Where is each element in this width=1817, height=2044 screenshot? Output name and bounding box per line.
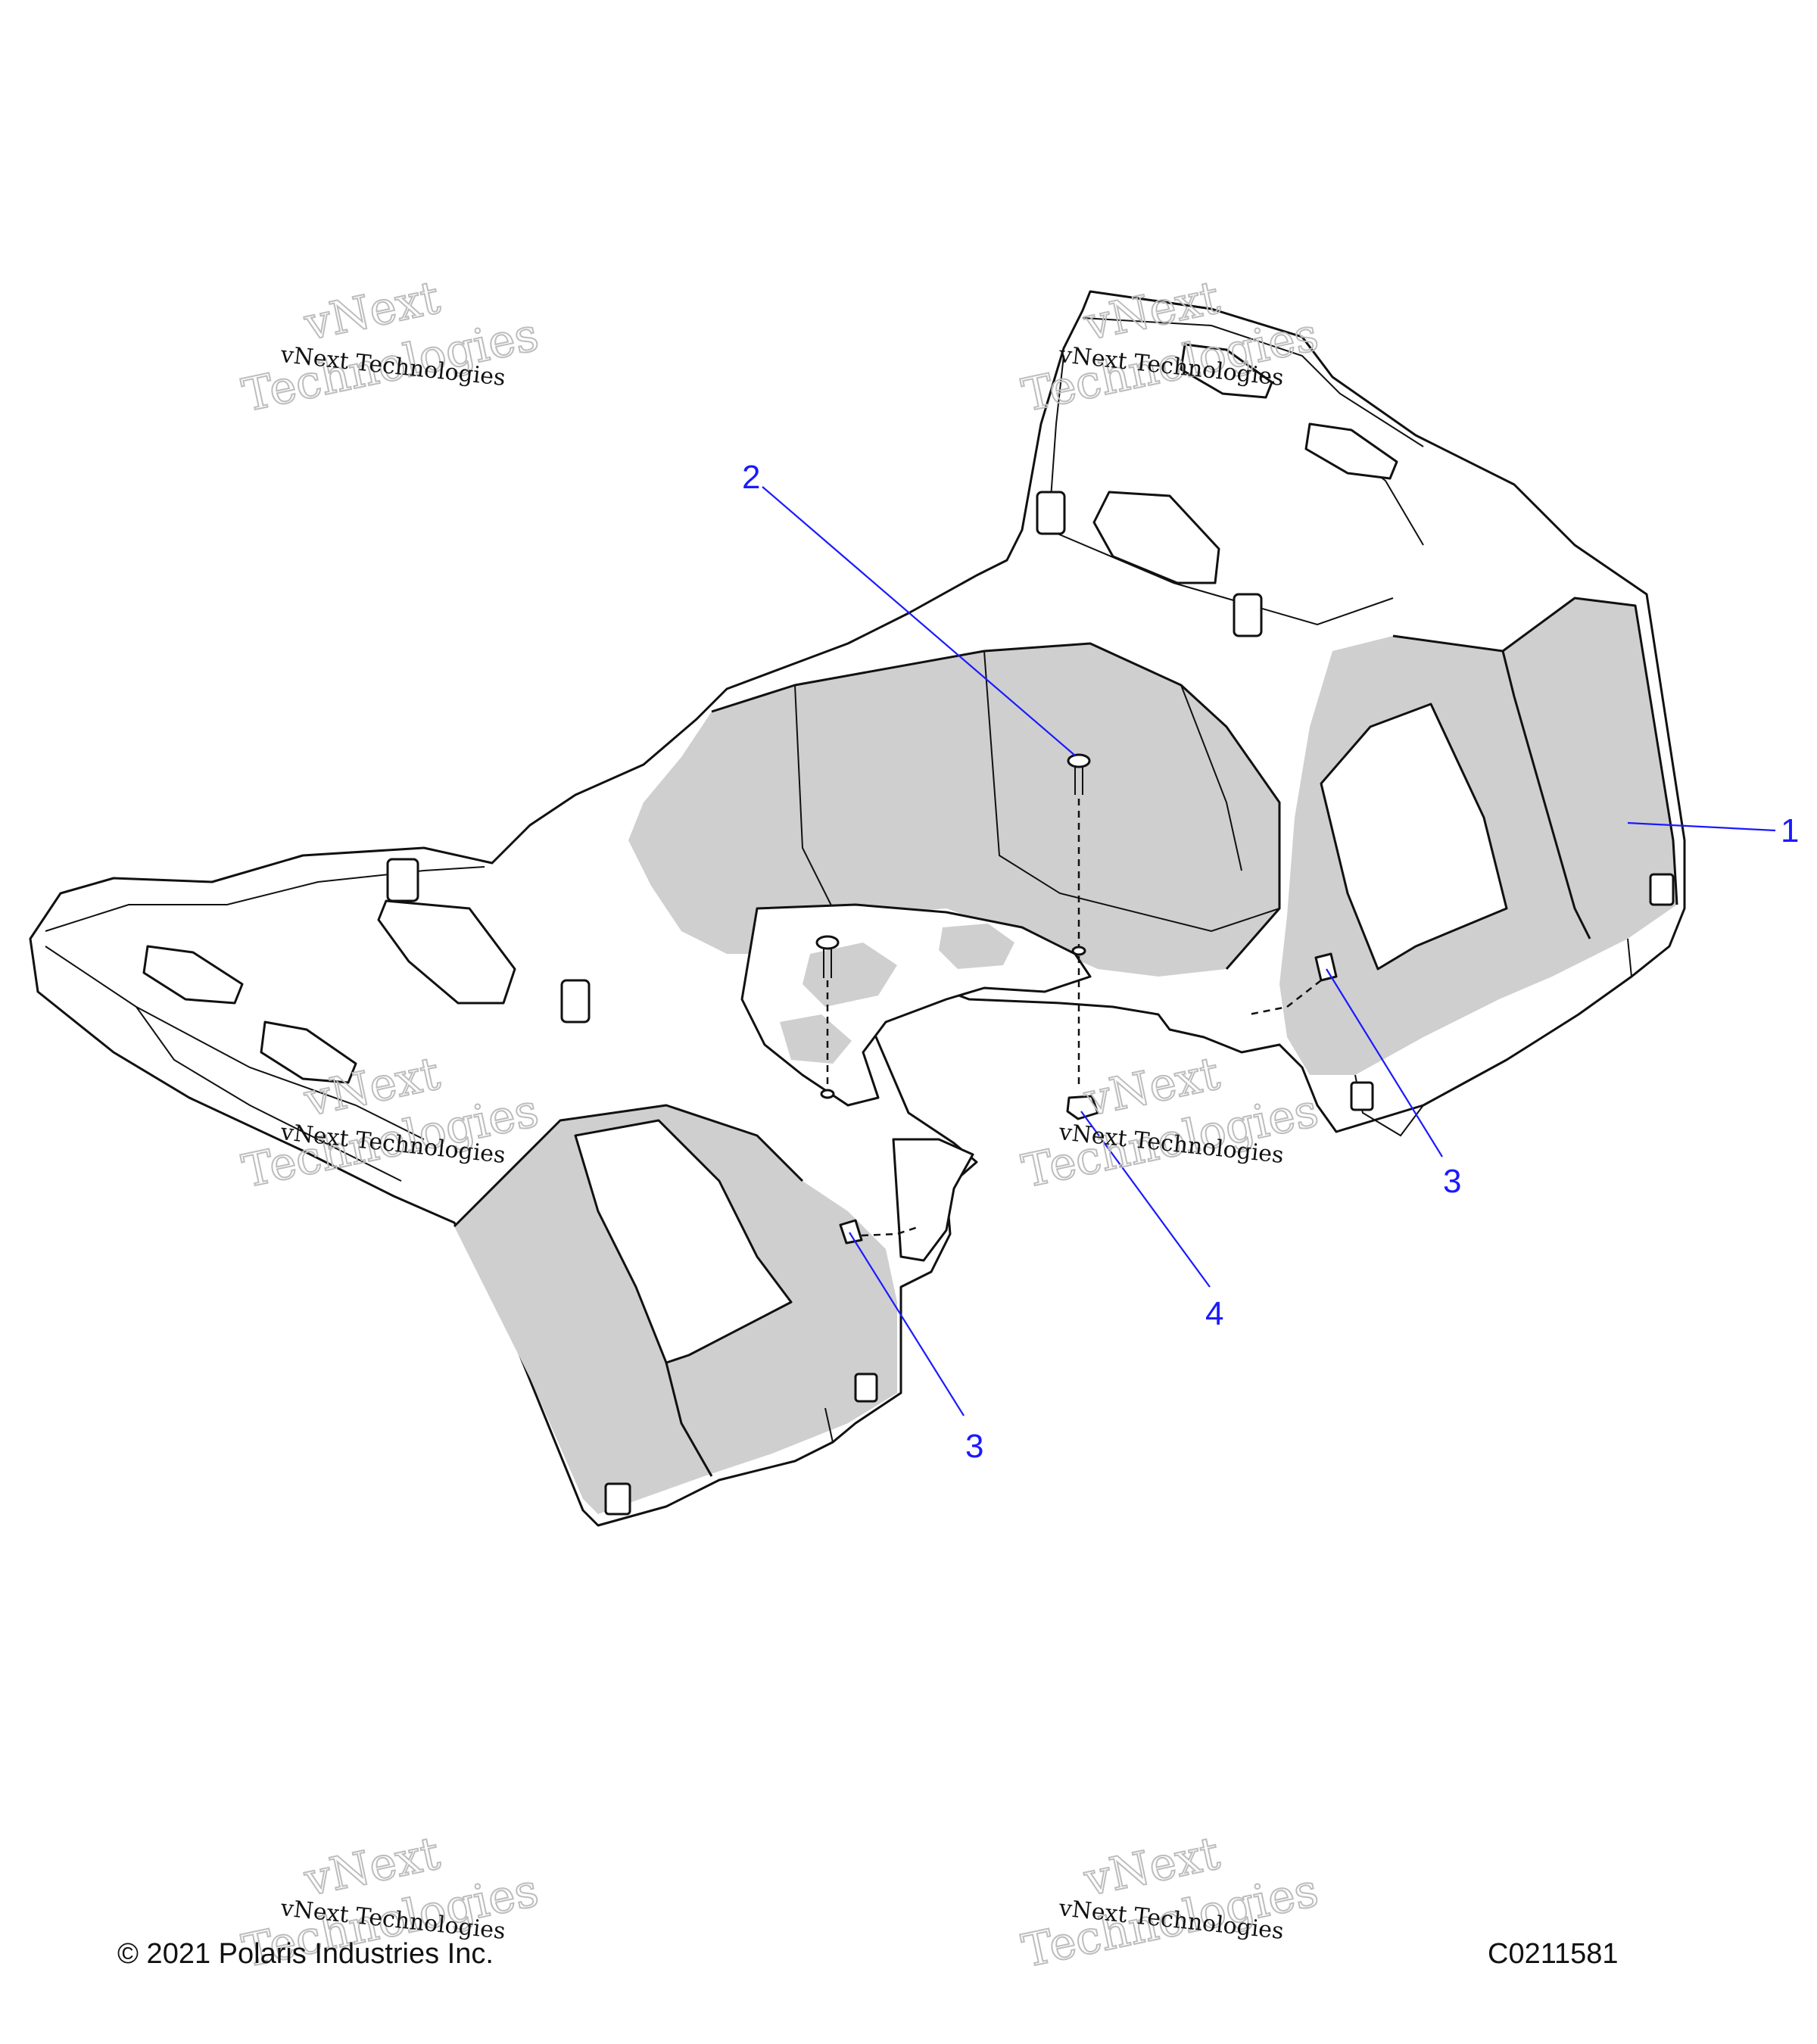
left-fender-recess bbox=[574, 1119, 793, 1364]
watermark-bottom-right: vNext Technologies bbox=[1017, 1826, 1323, 1979]
nut-item-4 bbox=[1066, 1095, 1099, 1120]
watermark-mid-right: vNext Technologies bbox=[1017, 1046, 1323, 1199]
callout-2: 2 bbox=[742, 459, 760, 496]
clip-left bbox=[839, 1219, 863, 1245]
callout-4: 4 bbox=[1205, 1295, 1223, 1332]
callout-leaders bbox=[762, 486, 1776, 1416]
left-handle-opening bbox=[377, 899, 516, 1005]
leader-3-left bbox=[849, 1232, 965, 1416]
fasteners bbox=[815, 753, 1338, 1245]
leader-3-right bbox=[1326, 968, 1443, 1158]
screw-lower bbox=[815, 935, 840, 978]
callout-3-left: 3 bbox=[965, 1428, 983, 1465]
screw-upper bbox=[1067, 753, 1091, 795]
right-fender-recess bbox=[1320, 703, 1508, 971]
right-handle-opening bbox=[1092, 491, 1220, 584]
callout-1: 1 bbox=[1781, 812, 1799, 849]
rear-rack-fender-assembly bbox=[29, 290, 1686, 1527]
copyright-notice: © 2021 Polaris Industries Inc. bbox=[117, 1938, 494, 1970]
watermark-top-left: vNext Technologies bbox=[237, 270, 544, 423]
leader-4 bbox=[1080, 1111, 1211, 1288]
callout-3-right: 3 bbox=[1443, 1163, 1461, 1200]
callout-labels: 1 2 3 3 4 bbox=[742, 459, 1799, 1465]
leader-1 bbox=[1627, 821, 1776, 832]
leader-2 bbox=[762, 486, 1076, 756]
tie-down-posts bbox=[386, 491, 1263, 1024]
figure-code: C0211581 bbox=[1488, 1938, 1619, 1970]
clip-right bbox=[1314, 952, 1338, 982]
